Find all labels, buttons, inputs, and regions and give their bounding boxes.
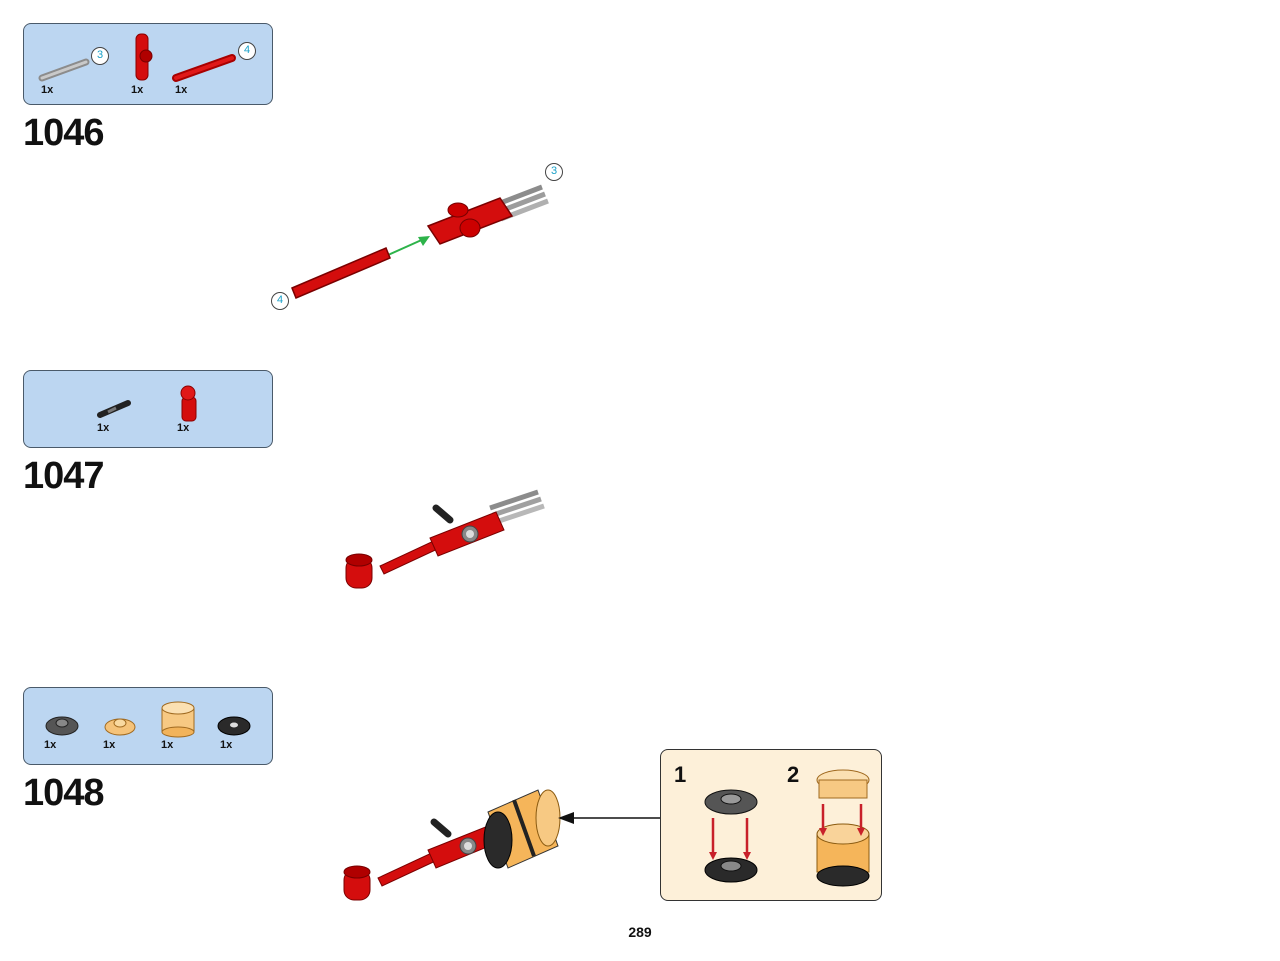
part-qty: 1x xyxy=(97,422,110,434)
substep-box: 1 2 xyxy=(660,749,882,901)
part-qty: 1x xyxy=(175,84,188,96)
part-qty: 1x xyxy=(41,84,54,96)
assembly-callout-4: 4 xyxy=(271,292,289,310)
dark-round-plate-icon xyxy=(45,716,79,736)
assembly-callout-3: 3 xyxy=(545,163,563,181)
substep-number-2: 2 xyxy=(787,762,800,787)
step-number-1046: 1046 xyxy=(23,112,105,154)
black-pin-icon xyxy=(97,400,131,418)
red-axle-icon xyxy=(172,54,236,82)
assembly-illustration-1046 xyxy=(291,184,549,299)
part-callout-4: 4 xyxy=(238,42,256,60)
assembly-illustration-1048 xyxy=(343,789,660,901)
step-number-1047: 1047 xyxy=(23,455,105,497)
black-round-tile-icon xyxy=(217,716,251,736)
part-qty: 1x xyxy=(103,739,116,751)
assembly-illustration-1047 xyxy=(345,489,545,589)
parts-list-1048: 1x 1x 1x 1x xyxy=(23,687,273,765)
substep-2-illustration xyxy=(816,769,870,887)
part-qty: 1x xyxy=(44,739,57,751)
parts-list-1046: 3 1x 1x 4 1x xyxy=(23,23,273,105)
part-qty: 1x xyxy=(220,739,233,751)
red-angle-connector-icon xyxy=(180,385,197,422)
substep-1-illustration xyxy=(704,789,758,883)
page-number: 289 xyxy=(628,924,652,940)
trans-orange-round-brick-icon xyxy=(161,701,195,738)
orange-round-plate-icon xyxy=(104,718,136,736)
part-callout-3: 3 xyxy=(91,47,109,65)
substep-number-1: 1 xyxy=(674,762,687,787)
parts-list-1047: 1x 1x xyxy=(23,370,273,448)
part-qty: 1x xyxy=(161,739,174,751)
gray-axle-icon xyxy=(38,58,90,82)
red-connector-icon xyxy=(135,33,153,81)
part-qty: 1x xyxy=(131,84,144,96)
step-number-1048: 1048 xyxy=(23,772,105,814)
part-qty: 1x xyxy=(177,422,190,434)
